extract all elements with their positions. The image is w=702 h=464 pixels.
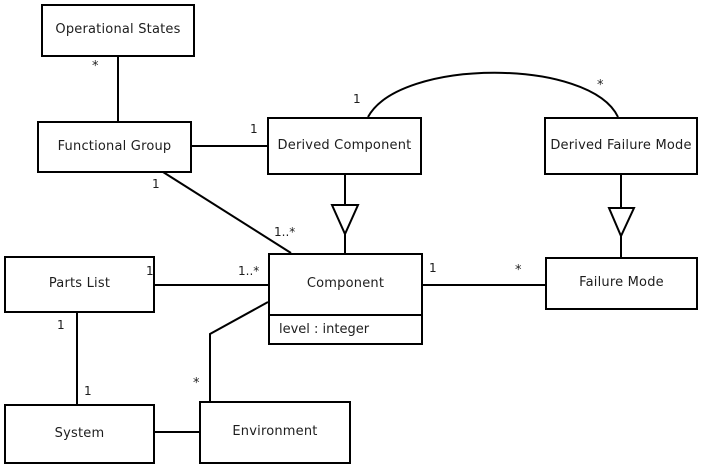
multiplicity-functional-group-to-derived-component: 1: [250, 122, 258, 136]
generalization-triangle-derived-failure-mode--failure-mode: [607, 207, 636, 239]
multiplicity-component-to-failure-mode-near: 1: [429, 261, 437, 275]
association-derived-component--derived-failure-mode: [367, 71, 619, 118]
multiplicity-parts-list-to-system-far: 1: [84, 384, 92, 398]
attribute-compartment-component[interactable]: level : integer: [268, 316, 423, 345]
class-name-environment: Environment: [232, 424, 318, 440]
multiplicity-derived-failure-mode-from-arc: *: [597, 78, 604, 93]
class-box-failure-mode[interactable]: Failure Mode: [545, 257, 698, 310]
class-name-derived-component: Derived Component: [277, 137, 412, 153]
attribute-level: level : integer: [279, 322, 370, 337]
class-name-functional-group: Functional Group: [57, 138, 172, 154]
class-box-functional-group[interactable]: Functional Group: [37, 121, 192, 173]
association-component--environment: [209, 301, 269, 401]
class-box-derived-failure-mode[interactable]: Derived Failure Mode: [544, 117, 698, 175]
class-box-derived-component[interactable]: Derived Component: [267, 117, 422, 175]
class-box-system[interactable]: System: [4, 404, 155, 464]
multiplicity-functional-group-to-component-far: 1..*: [274, 225, 296, 239]
multiplicity-op-states-to-functional-group: *: [92, 59, 99, 74]
class-name-failure-mode: Failure Mode: [579, 275, 664, 291]
class-name-derived-failure-mode: Derived Failure Mode: [550, 137, 692, 153]
multiplicity-component-to-failure-mode-far: *: [515, 263, 522, 278]
multiplicity-functional-group-to-component: 1: [152, 177, 160, 191]
multiplicity-derived-component-to-derived-failure-mode: 1: [353, 92, 361, 106]
class-name-system: System: [54, 425, 105, 441]
multiplicity-parts-list-to-component-far: 1..*: [238, 264, 260, 278]
association-functional-group--component: [162, 171, 292, 254]
class-box-environment[interactable]: Environment: [199, 401, 351, 464]
class-box-operational-states[interactable]: Operational States: [41, 4, 195, 57]
class-name-component: Component: [306, 276, 385, 292]
association-lines: [76, 57, 619, 433]
class-box-component[interactable]: Component: [268, 253, 423, 316]
class-box-parts-list[interactable]: Parts List: [4, 256, 155, 313]
multiplicity-parts-list-to-system-near: 1: [57, 318, 65, 332]
generalization-arrows: [330, 175, 636, 257]
class-name-operational-states: Operational States: [55, 22, 181, 38]
multiplicity-parts-list-to-component-near: 1: [146, 264, 154, 278]
class-name-parts-list: Parts List: [48, 276, 111, 292]
generalization-triangle-derived-component--component: [330, 204, 360, 237]
multiplicity-component-to-environment: *: [193, 376, 200, 391]
